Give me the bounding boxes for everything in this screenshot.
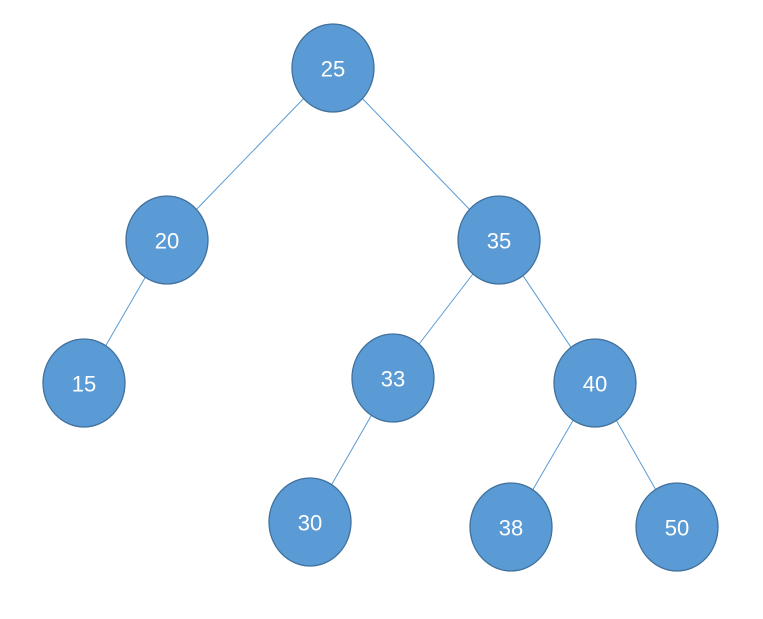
tree-node-50: 50 — [635, 482, 719, 572]
edge-33-30 — [331, 415, 372, 485]
tree-node-38: 38 — [469, 482, 553, 572]
node-label: 30 — [298, 511, 322, 536]
node-label: 15 — [72, 372, 96, 397]
node-label: 33 — [381, 367, 405, 392]
tree-node-25: 25 — [291, 23, 375, 113]
edge-35-40 — [522, 275, 572, 348]
node-circle — [351, 333, 435, 423]
tree-node-33: 33 — [351, 333, 435, 423]
tree-node-40: 40 — [553, 338, 637, 428]
tree-node-15: 15 — [42, 338, 126, 428]
node-label: 50 — [665, 516, 689, 541]
node-label: 38 — [499, 516, 523, 541]
node-circle — [291, 23, 375, 113]
node-label: 20 — [155, 229, 179, 254]
edge-35-33 — [418, 273, 474, 345]
tree-node-35: 35 — [457, 195, 541, 285]
tree-node-20: 20 — [125, 195, 209, 285]
node-label: 35 — [487, 229, 511, 254]
node-circle — [42, 338, 126, 428]
node-circle — [457, 195, 541, 285]
tree-edges — [105, 98, 657, 490]
node-label: 25 — [321, 57, 345, 82]
node-label: 40 — [583, 372, 607, 397]
tree-nodes: 25 20 35 15 33 40 30 38 50 — [42, 23, 719, 572]
node-circle — [635, 482, 719, 572]
node-circle — [268, 477, 352, 567]
node-circle — [469, 482, 553, 572]
edge-25-35 — [362, 98, 470, 210]
edge-40-50 — [615, 420, 657, 490]
edge-40-38 — [532, 420, 574, 490]
node-circle — [125, 195, 209, 285]
edge-25-20 — [196, 98, 304, 210]
tree-node-30: 30 — [268, 477, 352, 567]
node-circle — [553, 338, 637, 428]
edge-20-15 — [105, 277, 146, 346]
